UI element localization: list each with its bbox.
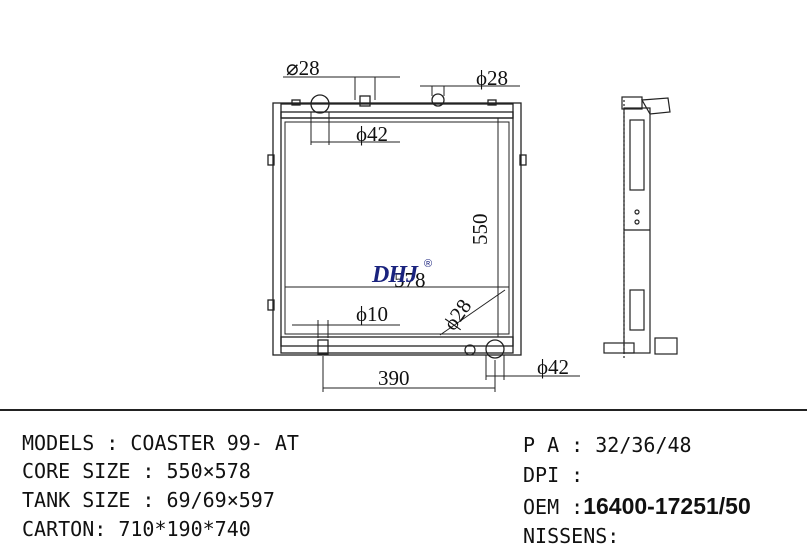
spec-pa: P A : 32/36/48 bbox=[523, 433, 692, 457]
radiator-drawing bbox=[267, 76, 678, 392]
spec-oem-value: 16400-17251/50 bbox=[583, 493, 751, 519]
brand-logo: DHJ bbox=[372, 262, 418, 288]
side-view bbox=[603, 96, 678, 360]
filler-neck bbox=[431, 93, 445, 107]
registered-mark: ® bbox=[424, 258, 433, 270]
lower-hose-neck bbox=[485, 339, 505, 359]
drain bbox=[317, 339, 329, 355]
spec-models: MODELS : COASTER 99- AT bbox=[22, 431, 299, 455]
spec-nissens: NISSENS: bbox=[523, 524, 620, 548]
dim-filler-diameter: ϕ28 bbox=[476, 66, 509, 90]
upper-hose-neck bbox=[310, 94, 330, 114]
dim-core-width: 578 bbox=[394, 268, 426, 292]
dim-inlet-diameter: ⌀28 bbox=[286, 56, 320, 80]
spec-core-size: CORE SIZE : 550×578 bbox=[22, 459, 251, 483]
spec-carton: CARTON: 710*190*740 bbox=[22, 517, 251, 541]
dim-core-height: 550 bbox=[468, 213, 492, 246]
dim-lower-pipe: ϕ42 bbox=[537, 355, 570, 379]
spec-oem-label: OEM : bbox=[523, 495, 584, 519]
dim-pipe-spacing: 390 bbox=[378, 366, 410, 390]
spec-tank-size: TANK SIZE : 69/69×597 bbox=[22, 488, 275, 512]
top-tank bbox=[280, 103, 514, 119]
spec-dpi: DPI : bbox=[523, 463, 584, 487]
radiator-frame bbox=[272, 102, 522, 356]
core bbox=[284, 121, 510, 335]
section-divider bbox=[0, 409, 807, 411]
bottom-tank bbox=[280, 336, 514, 354]
dim-upper-pipe: ϕ42 bbox=[356, 122, 389, 146]
spec-oem: OEM :16400-17251/50 bbox=[523, 495, 751, 518]
dim-drain-pipe: ϕ10 bbox=[356, 302, 389, 326]
